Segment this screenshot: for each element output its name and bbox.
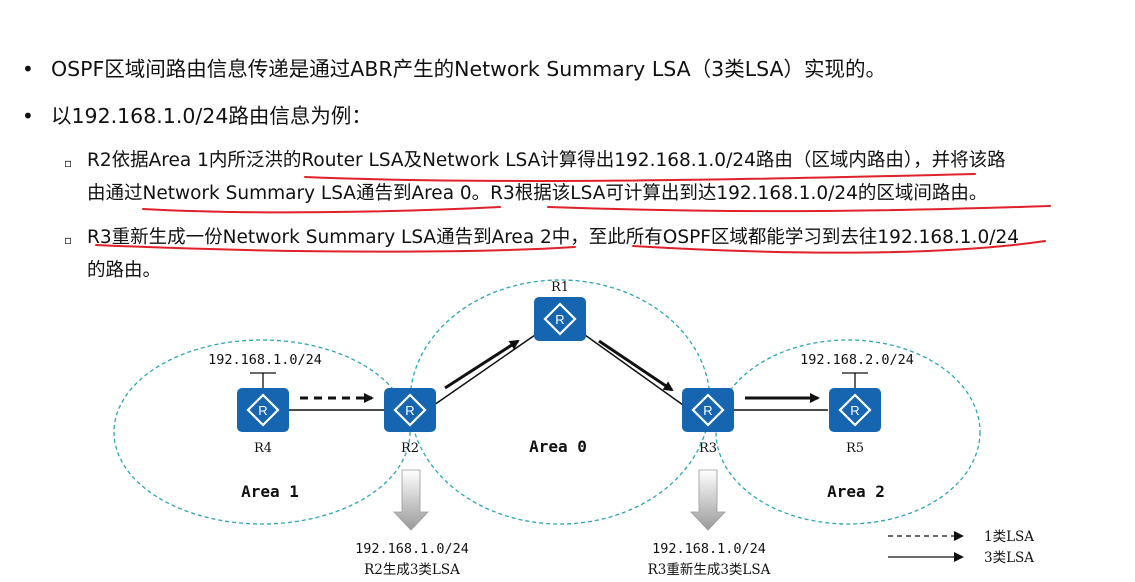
router-label-r3: R3 [699, 441, 717, 456]
sub-bullet-1-line2: 由通过Network Summary LSA通告到Area 0。R3根据该LSA… [87, 183, 988, 204]
sub-bullet-1-line1: R2依据Area 1内所泛洪的Router LSA及Network LSA计算得… [87, 150, 1006, 171]
network-label-left: 192.168.1.0/24 [208, 352, 322, 368]
bullet-dot-2: • [22, 104, 34, 128]
lsa-type3-arrow-r2-r1 [444, 339, 520, 390]
caption-r3-text: R3重新生成3类LSA [648, 562, 771, 578]
sub-bullet-2-line2: 的路由。 [87, 260, 162, 281]
sub-bullet-marker-2: ▫ [64, 233, 73, 247]
underline-3 [547, 205, 1051, 213]
caption-r3-network: 192.168.1.0/24 [652, 541, 766, 557]
red-underlines [95, 173, 1051, 254]
area-label-1: Area 1 [241, 482, 299, 501]
area2-boundary [715, 339, 981, 525]
caption-r2-text: R2生成3类LSA [364, 562, 460, 578]
router-r2-glyph: R [405, 403, 414, 418]
router-label-r2: R2 [401, 441, 419, 456]
lsa-type3-arrow-r1-r3 [598, 339, 674, 392]
down-arrow-r3 [690, 469, 726, 531]
caption-r2-network: 192.168.1.0/24 [355, 541, 469, 557]
legend-solid-label: 3类LSA [984, 550, 1034, 566]
sub-bullet-2-line1: R3重新生成一份Network Summary LSA通告到Area 2中，至此… [87, 227, 1019, 248]
bullet-text-1: OSPF区域间路由信息传递是通过ABR产生的Network Summary LS… [51, 57, 887, 81]
link-r2-r1 [433, 334, 536, 406]
underline-1 [304, 173, 976, 182]
area-label-0: Area 0 [529, 437, 587, 456]
link-r1-r3 [584, 334, 684, 406]
sub-bullet-marker-1: ▫ [64, 156, 73, 170]
router-r3-glyph: R [703, 403, 712, 418]
underline-5 [632, 240, 1046, 254]
router-label-r4: R4 [254, 441, 272, 456]
legend-dashed-label: 1类LSA [984, 529, 1034, 545]
network-label-right: 192.168.2.0/24 [800, 352, 914, 368]
underline-4 [95, 244, 576, 253]
router-r4-glyph: R [258, 403, 267, 418]
bullet-text-2: 以192.168.1.0/24路由信息为例： [51, 104, 372, 128]
area-label-2: Area 2 [827, 482, 885, 501]
bullet-dot-1: • [22, 57, 34, 81]
down-arrow-r2 [393, 469, 429, 531]
router-r5-glyph: R [850, 403, 859, 418]
router-label-r1: R1 [551, 280, 569, 295]
router-label-r5: R5 [846, 441, 864, 456]
legend: 1类LSA 3类LSA [888, 529, 1034, 566]
router-r1-glyph: R [555, 312, 564, 327]
underline-2 [142, 206, 501, 214]
